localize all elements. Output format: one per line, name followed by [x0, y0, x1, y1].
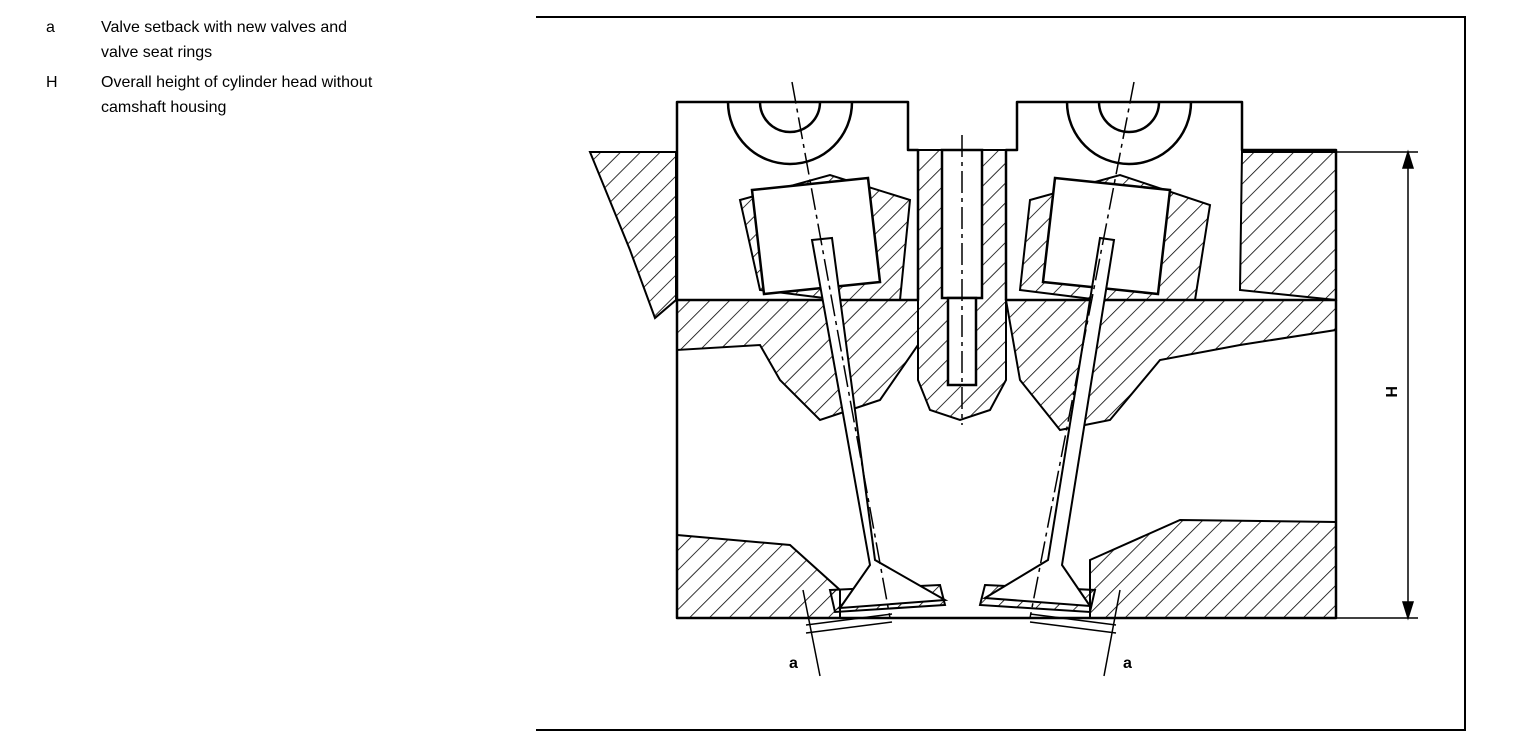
drawing-frame: [536, 16, 1466, 731]
right-valve-axis: [1029, 81, 1135, 619]
legend-description: Overall height of cylinder head without …: [101, 74, 373, 116]
left-port-wall: [676, 299, 919, 422]
left-lower-section: [676, 533, 841, 619]
legend-description: Valve setback with new valves and valve …: [101, 19, 348, 61]
right-valve: [981, 236, 1116, 608]
legend-key: a: [46, 19, 55, 36]
arrow-up-icon: [1401, 149, 1415, 169]
right-camshaft-bearing: [1065, 101, 1193, 166]
right-port-wall: [1004, 299, 1337, 432]
right-bucket-tappet: [1041, 176, 1172, 296]
arrow-down-icon: [1401, 601, 1415, 621]
left-camshaft-bearing: [726, 101, 854, 166]
right-upper-section: [1238, 151, 1337, 302]
left-valve: [810, 236, 949, 610]
spark-plug-bore: [946, 296, 978, 387]
legend-key: H: [46, 74, 58, 91]
label-a-left: a: [789, 655, 798, 672]
left-valve-axis: [791, 81, 891, 619]
left-bucket-tappet: [750, 176, 882, 296]
right-lower-section: [1089, 518, 1337, 619]
left-flange-section: [588, 151, 677, 320]
cylinder-head-body: [675, 300, 1338, 620]
label-a-right: a: [1123, 655, 1132, 672]
label-h: H: [1382, 386, 1399, 398]
